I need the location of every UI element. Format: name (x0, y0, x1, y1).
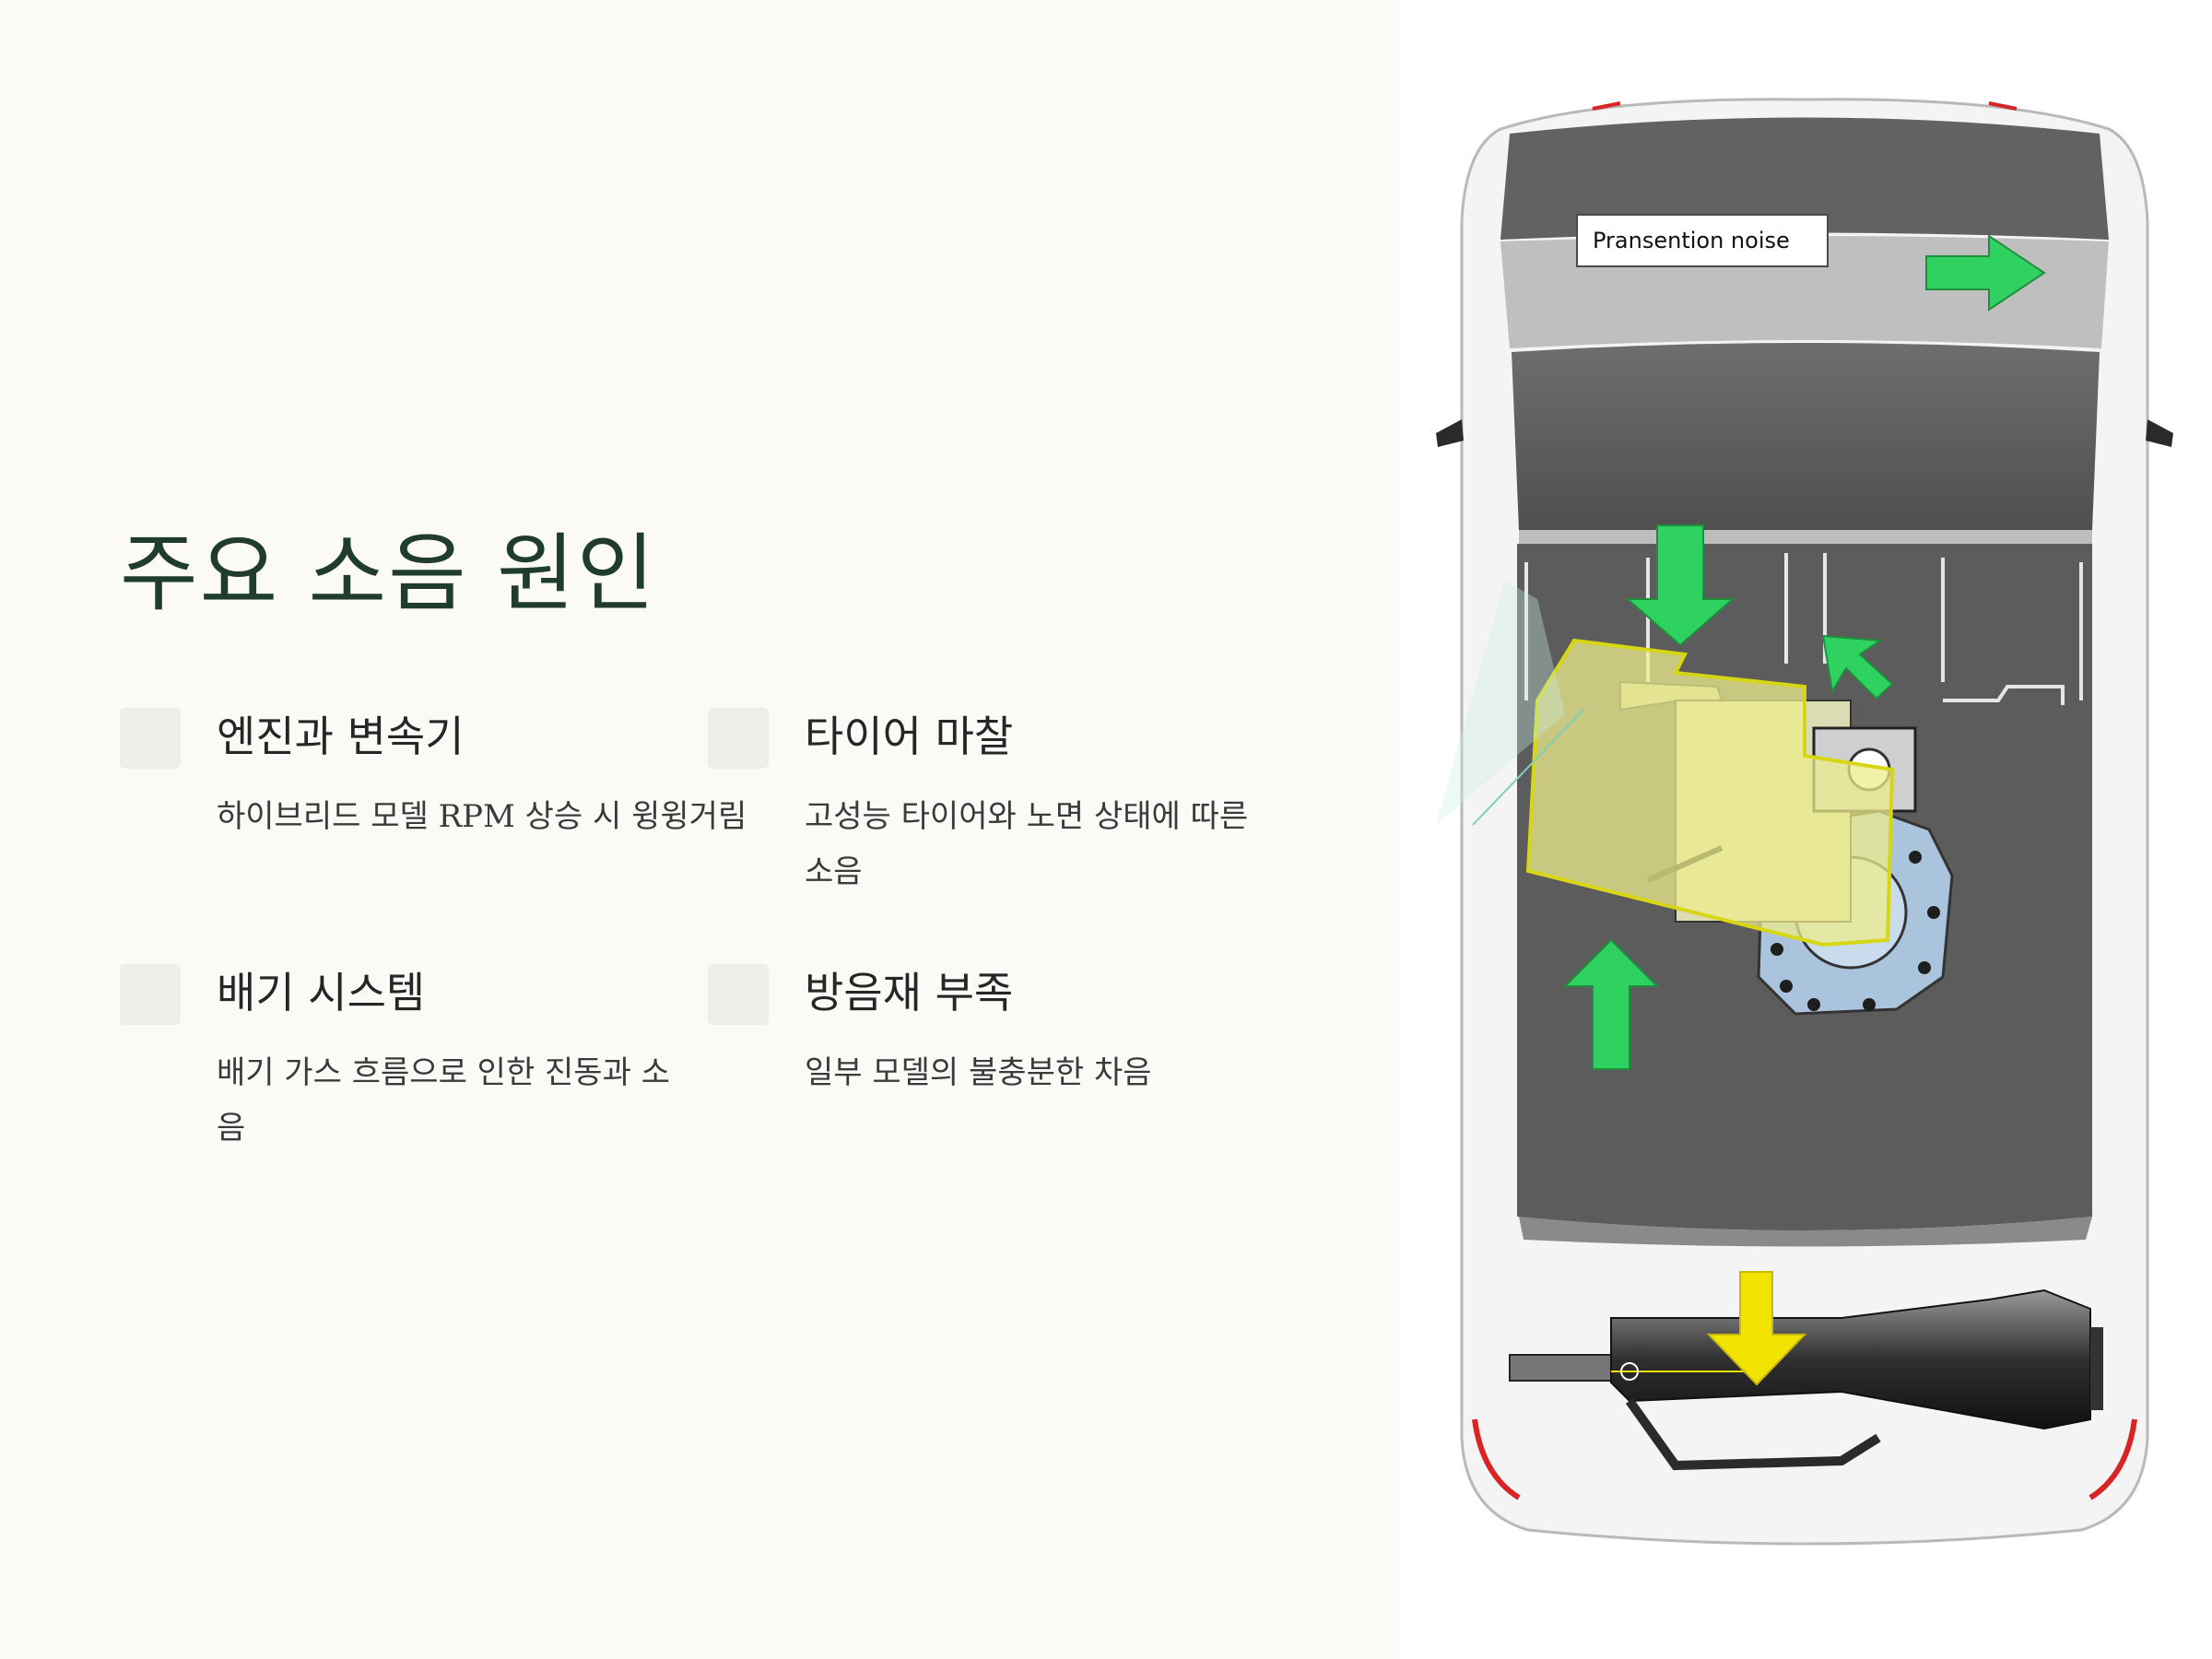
item-marker (708, 964, 769, 1025)
taillight-right (2088, 1418, 2137, 1500)
item-marker (120, 964, 181, 1025)
item-description: 고성능 타이어와 노면 상태에 따른 소음 (805, 798, 1249, 890)
rear-window (1519, 1217, 2092, 1247)
noise-arrow-yellow (1706, 1271, 1807, 1386)
content-panel: 주요 소음 원인 엔진과 변속기 하이브리드 모델 RPM 상승 시 윙윙거림 … (120, 524, 1249, 1147)
car-top-view-image (1436, 98, 2173, 1546)
item-heading: 엔진과 변속기 (217, 712, 465, 761)
noise-label: Pransention noise (1576, 214, 1829, 267)
noise-arrow-down (1625, 524, 1735, 647)
roof (1512, 343, 2100, 530)
hood (1500, 117, 2109, 240)
item-description: 하이브리드 모델 RPM 상승 시 윙윙거림 (217, 798, 747, 835)
item-marker (708, 708, 769, 769)
engine-overlay (1525, 638, 1895, 947)
mirror-right (2146, 419, 2173, 447)
taillight-left (1472, 1418, 1521, 1500)
item-description: 배기 가스 흐름으로 인한 진동과 소음 (217, 1054, 670, 1147)
exhaust-drivetrain (1509, 1288, 2103, 1471)
car-illustration: Pransention noise (1399, 0, 2212, 1659)
noise-arrow-up (1562, 938, 1660, 1070)
item-heading: 배기 시스템 (217, 968, 426, 1018)
item-marker (120, 708, 181, 769)
mirror-left (1436, 419, 1464, 447)
noise-arrow-diagonal (1821, 634, 1894, 700)
page-title: 주요 소음 원인 (120, 524, 657, 623)
item-heading: 타이어 마찰 (805, 712, 1014, 761)
noise-arrow-right (1925, 234, 2046, 312)
item-description: 일부 모델의 불충분한 차음 (805, 1054, 1152, 1091)
item-heading: 방음재 부족 (805, 968, 1014, 1018)
